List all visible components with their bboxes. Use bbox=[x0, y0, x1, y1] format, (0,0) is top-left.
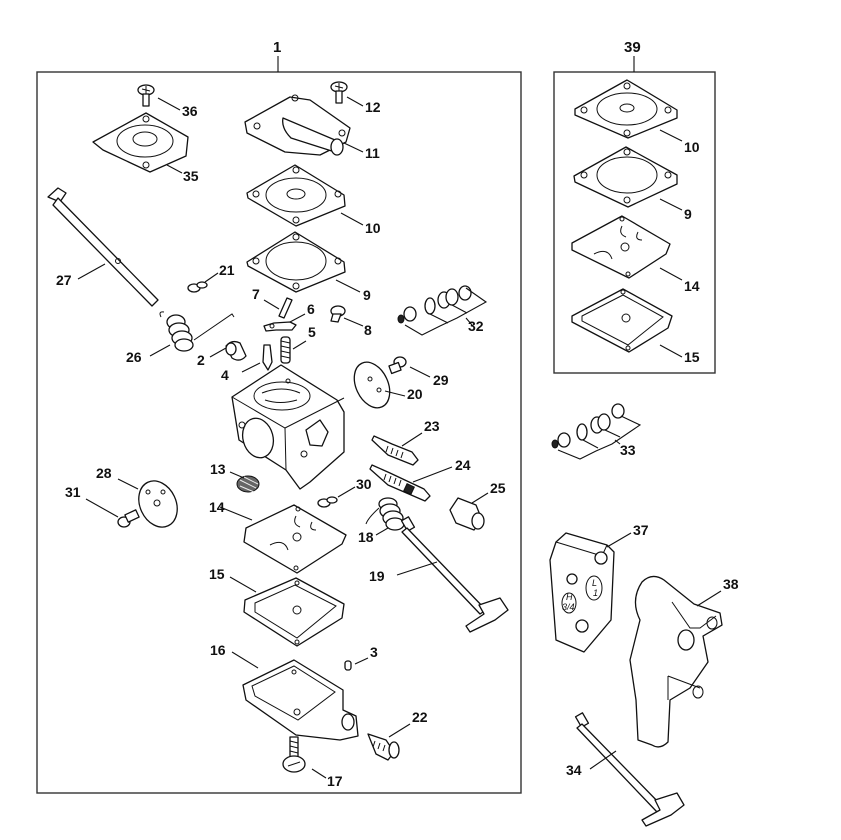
carburetor-body[interactable] bbox=[231, 364, 345, 490]
kit-part-15-gasket[interactable]: 15 bbox=[571, 288, 700, 365]
callout-5[interactable]: 5 bbox=[308, 324, 316, 340]
callout-2[interactable]: 2 bbox=[197, 352, 205, 368]
part-33-valve-set[interactable]: 33 bbox=[551, 403, 642, 460]
callout-7[interactable]: 7 bbox=[252, 286, 260, 302]
callout-28[interactable]: 28 bbox=[96, 465, 112, 481]
part-35-pump-cover[interactable]: 35 bbox=[92, 112, 199, 184]
part-27-throttle-shaft[interactable]: 27 bbox=[47, 187, 159, 307]
part-10-diaphragm[interactable]: 10 bbox=[246, 164, 381, 236]
part-32-valve-set[interactable]: 32 bbox=[397, 285, 488, 336]
callout-35[interactable]: 35 bbox=[183, 168, 199, 184]
part-17-screw[interactable]: 17 bbox=[282, 736, 343, 789]
part-7-pin[interactable]: 7 bbox=[252, 286, 293, 319]
kit-part-9-gasket[interactable]: 9 bbox=[573, 146, 692, 222]
part-9-gasket[interactable]: 9 bbox=[246, 231, 371, 303]
part-31-screw[interactable]: 31 bbox=[65, 484, 140, 528]
callout-39[interactable]: 39 bbox=[624, 39, 641, 56]
callout-21[interactable]: 21 bbox=[219, 262, 235, 278]
callout-32[interactable]: 32 bbox=[468, 318, 484, 334]
main-assembly-group: 1 bbox=[36, 39, 522, 794]
low-speed-mark: L bbox=[592, 578, 597, 588]
callout-23[interactable]: 23 bbox=[424, 418, 440, 434]
callout-33[interactable]: 33 bbox=[620, 442, 636, 458]
kit-part-10-diaphragm[interactable]: 10 bbox=[574, 79, 700, 155]
callout-22[interactable]: 22 bbox=[412, 709, 428, 725]
main-assembly-frame bbox=[36, 71, 522, 794]
callout-15[interactable]: 15 bbox=[209, 566, 225, 582]
callout-10[interactable]: 10 bbox=[365, 220, 381, 236]
part-36-screw[interactable]: 36 bbox=[137, 84, 198, 119]
part-23-low-speed-screw[interactable]: 23 bbox=[371, 418, 440, 466]
part-37-adjustment-plate[interactable]: H 3/4 L 1 37 bbox=[549, 522, 649, 653]
part-21-clip[interactable]: 21 bbox=[187, 262, 235, 293]
gasket-kit-group: 39 bbox=[553, 39, 716, 374]
part-26-spring[interactable]: 26 bbox=[126, 311, 235, 365]
part-6-lever[interactable]: 6 bbox=[263, 301, 315, 332]
part-22-screw[interactable]: 22 bbox=[367, 709, 428, 761]
callout-4[interactable]: 4 bbox=[221, 367, 229, 383]
callout-37[interactable]: 37 bbox=[633, 522, 649, 538]
part-30-clip[interactable]: 30 bbox=[317, 476, 372, 508]
part-29-screw[interactable]: 29 bbox=[388, 356, 449, 388]
callout-13[interactable]: 13 bbox=[210, 461, 226, 477]
callout-12[interactable]: 12 bbox=[365, 99, 381, 115]
callout-18[interactable]: 18 bbox=[358, 529, 374, 545]
kit-callout-9[interactable]: 9 bbox=[684, 206, 692, 222]
kit-callout-15[interactable]: 15 bbox=[684, 349, 700, 365]
part-24-high-speed-screw[interactable]: 24 bbox=[369, 457, 471, 502]
part-13-filter-screen[interactable]: 13 bbox=[210, 461, 260, 493]
part-3-plug[interactable]: 3 bbox=[344, 644, 378, 671]
part-25-limiter-cap[interactable]: 25 bbox=[449, 480, 506, 531]
callout-26[interactable]: 26 bbox=[126, 349, 142, 365]
callout-38[interactable]: 38 bbox=[723, 576, 739, 592]
callout-1[interactable]: 1 bbox=[273, 39, 281, 56]
part-11-cover[interactable]: 11 bbox=[244, 94, 380, 161]
callout-20[interactable]: 20 bbox=[407, 386, 423, 402]
kit-part-14-metering-gasket[interactable]: 14 bbox=[571, 215, 700, 294]
part-34-shaft[interactable]: 34 bbox=[566, 712, 685, 827]
kit-callout-14[interactable]: 14 bbox=[684, 278, 700, 294]
callout-17[interactable]: 17 bbox=[327, 773, 343, 789]
callout-24[interactable]: 24 bbox=[455, 457, 471, 473]
callout-31[interactable]: 31 bbox=[65, 484, 81, 500]
high-speed-turns: 3/4 bbox=[562, 602, 575, 612]
callout-3[interactable]: 3 bbox=[370, 644, 378, 660]
callout-6[interactable]: 6 bbox=[307, 301, 315, 317]
callout-16[interactable]: 16 bbox=[210, 642, 226, 658]
callout-29[interactable]: 29 bbox=[433, 372, 449, 388]
part-20-choke-plate[interactable]: 20 bbox=[347, 356, 423, 413]
callout-8[interactable]: 8 bbox=[364, 322, 372, 338]
callout-25[interactable]: 25 bbox=[490, 480, 506, 496]
part-4-inlet-needle[interactable]: 4 bbox=[221, 344, 273, 383]
part-14-metering-gasket[interactable]: 14 bbox=[209, 499, 347, 574]
high-speed-mark: H bbox=[566, 592, 573, 602]
part-2-plug[interactable]: 2 bbox=[197, 340, 247, 368]
low-speed-turns: 1 bbox=[593, 588, 598, 598]
callout-34[interactable]: 34 bbox=[566, 762, 582, 778]
part-8-screw[interactable]: 8 bbox=[330, 305, 372, 338]
part-16-metering-cover[interactable]: 16 bbox=[210, 642, 359, 741]
part-18-spring[interactable]: 18 bbox=[358, 497, 405, 545]
part-5-spring[interactable]: 5 bbox=[280, 324, 316, 364]
part-15-gasket[interactable]: 15 bbox=[209, 566, 345, 647]
part-28-choke-plate[interactable]: 28 bbox=[96, 465, 184, 533]
callout-11[interactable]: 11 bbox=[365, 145, 380, 161]
part-12-screw[interactable]: 12 bbox=[330, 81, 381, 115]
callout-36[interactable]: 36 bbox=[182, 103, 198, 119]
part-19-choke-shaft[interactable]: 19 bbox=[369, 516, 509, 633]
callout-19[interactable]: 19 bbox=[369, 568, 385, 584]
callout-30[interactable]: 30 bbox=[356, 476, 372, 492]
kit-callout-10[interactable]: 10 bbox=[684, 139, 700, 155]
part-38-bracket[interactable]: 38 bbox=[629, 575, 739, 748]
callout-9[interactable]: 9 bbox=[363, 287, 371, 303]
callout-27[interactable]: 27 bbox=[56, 272, 72, 288]
callout-14[interactable]: 14 bbox=[209, 499, 225, 515]
